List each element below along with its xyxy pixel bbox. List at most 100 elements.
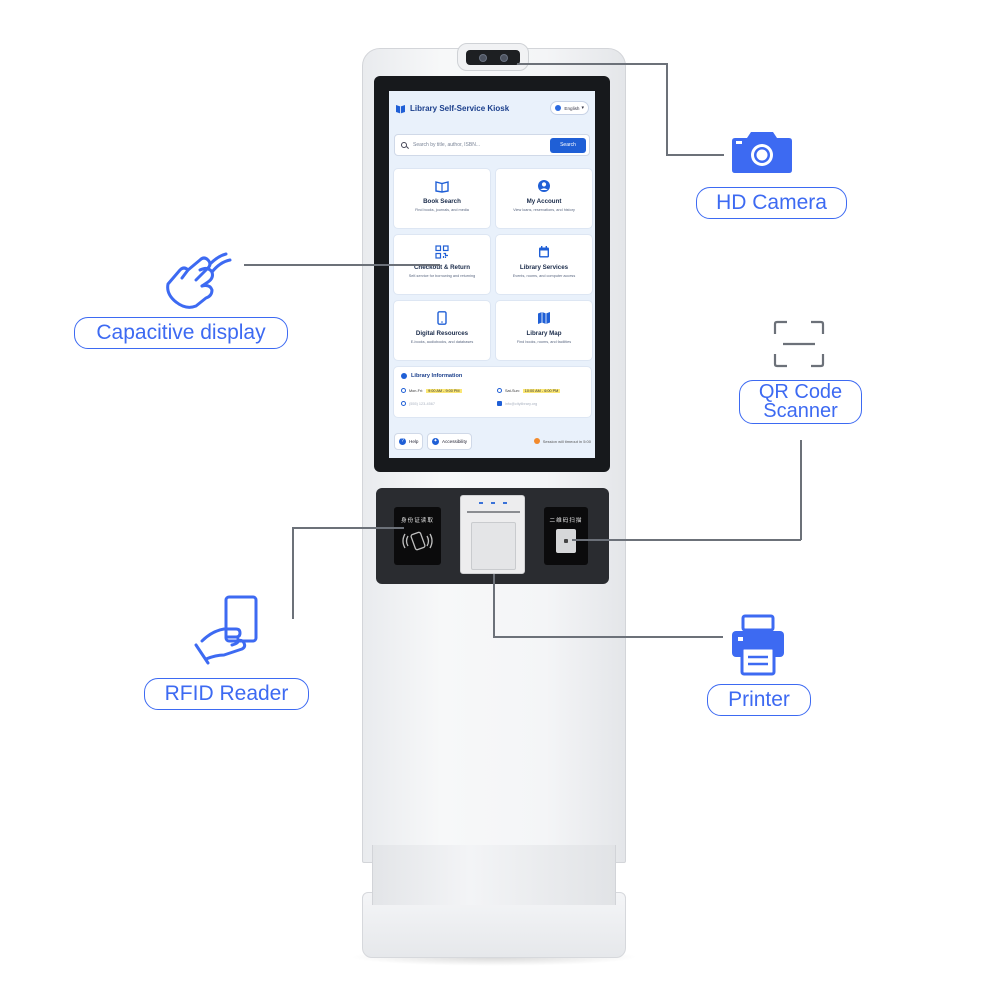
accessibility-icon: ✦ [432,438,439,445]
printer-leader-line [493,574,495,636]
tile-my-account[interactable]: My Account View loans, reservations, and… [496,169,592,228]
library-info-panel: Library Information Mon-Fri: 9:00 AM - 9… [394,367,591,417]
tile-title: Checkout & Return [413,264,471,271]
info-title-text: Library Information [411,373,463,379]
tile-title: Library Map [526,330,562,337]
tablet-icon [435,311,449,325]
help-label: Help [409,439,419,444]
language-value: English [564,105,580,111]
callout-qr-code-scanner: QR Code Scanner [739,380,862,424]
qr-leader-line [800,440,802,540]
email-row: info@citylibrary.org [497,401,537,406]
search-bar: Search [394,134,590,156]
user-icon [537,179,551,193]
qr-scan-frame-icon [773,320,825,368]
app-header: Library Self-Service Kiosk English ▾ [389,91,595,125]
printer-door [471,522,516,570]
clock-icon [497,388,502,393]
book-icon [435,179,449,193]
rfid-card-hand-icon [194,595,258,665]
qr-panel-label: 二维码扫描 [549,518,583,524]
camera-leader-line [666,154,724,156]
phone-row: (555) 123-4567 [401,401,435,406]
display-leader-line [244,264,440,266]
callout-qr-line-1: QR Code [758,381,843,403]
qr-scanner-window [556,529,576,553]
rfid-leader-line [292,527,294,619]
timer-icon [533,438,540,444]
tile-digital-resources[interactable]: Digital Resources E-books, audiobooks, a… [394,301,490,360]
weekend-hours: 10:00 AM - 6:00 PM [522,388,561,393]
calendar-icon [537,245,551,259]
callout-capacitive-display: Capacitive display [74,317,288,349]
info-title: Library Information [401,373,462,379]
accessibility-label: Accessibility [442,439,468,444]
info-icon [401,373,407,379]
rfid-reader-pad: 身份证读取 [394,507,441,565]
printer-indicator [491,502,495,504]
camera-leader-line [517,63,667,65]
contactless-icon [402,531,433,551]
tile-checkout-return[interactable]: Checkout & Return Self-service for borro… [394,235,490,294]
weekday-label: Mon-Fri: [409,388,424,393]
accessibility-button[interactable]: ✦ Accessibility [427,433,473,450]
weekday-hours-row: Mon-Fri: 9:00 AM - 9:00 PM [401,388,462,393]
search-icon [401,142,407,148]
tile-book-search[interactable]: Book Search Find books, journals, and me… [394,169,490,228]
help-icon: ? [399,438,406,445]
printer-unit [460,495,525,574]
library-logo-icon [395,103,406,114]
tile-title: Digital Resources [415,330,469,337]
search-input[interactable] [413,142,550,148]
mail-icon [497,401,502,406]
printer-icon [732,614,784,676]
camera-icon [732,132,792,173]
hd-camera-module [466,50,520,65]
camera-leader-line [666,63,668,155]
tile-title: Book Search [423,198,461,205]
callout-qr-line-2: Scanner [763,400,838,422]
tile-description: Self-service for borrowing and returning [408,274,476,278]
rfid-panel-label: 身份证读取 [401,518,434,524]
phone-number: (555) 123-4567 [409,401,435,406]
clock-icon [401,388,406,393]
weekend-hours-row: Sat-Sun: 10:00 AM - 6:00 PM [497,388,561,393]
tile-title: Library Services [519,264,569,271]
tile-description: Find books, journals, and media [415,208,469,212]
chevron-down-icon: ▾ [581,105,584,111]
paper-slot [467,511,520,513]
camera-lens-icon [479,54,486,61]
tile-library-map[interactable]: Library Map Find books, rooms, and facil… [496,301,592,360]
callout-hd-camera: HD Camera [696,187,847,219]
callout-rfid-reader: RFID Reader [144,678,309,710]
weekend-label: Sat-Sun: [505,388,520,393]
printer-leader-line [493,636,723,638]
map-icon [537,311,551,325]
qr-code-icon [435,245,449,259]
printer-indicator [503,502,507,504]
language-select[interactable]: English ▾ [550,101,589,115]
tile-library-services[interactable]: Library Services Events, rooms, and comp… [496,235,592,294]
tile-description: View loans, reservations, and history [513,208,575,212]
qr-leader-line [572,539,801,541]
search-button[interactable]: Search [550,137,586,153]
tile-description: Find books, rooms, and facilities [516,340,572,344]
app-title: Library Self-Service Kiosk [410,103,510,113]
kiosk-neck [372,845,616,905]
tile-title: My Account [526,198,562,205]
printer-indicator [479,502,483,504]
qr-scanner-pad: 二维码扫描 [544,507,588,565]
kiosk-screen: Library Self-Service Kiosk English ▾ Sea… [389,91,595,458]
touch-hand-icon [166,252,232,309]
email-address: info@citylibrary.org [505,401,538,406]
camera-lens-icon [500,54,507,61]
help-button[interactable]: ? Help [394,433,424,450]
rfid-leader-line [292,527,404,529]
globe-icon [555,105,562,111]
session-timeout: Session will timeout in 5:00 [533,438,591,444]
phone-icon [401,401,406,406]
tile-description: E-books, audiobooks, and databases [410,340,474,344]
tile-description: Events, rooms, and computer access [512,274,576,278]
timeout-text: Session will timeout in 5:00 [542,438,591,444]
weekday-hours: 9:00 AM - 9:00 PM [426,388,462,393]
